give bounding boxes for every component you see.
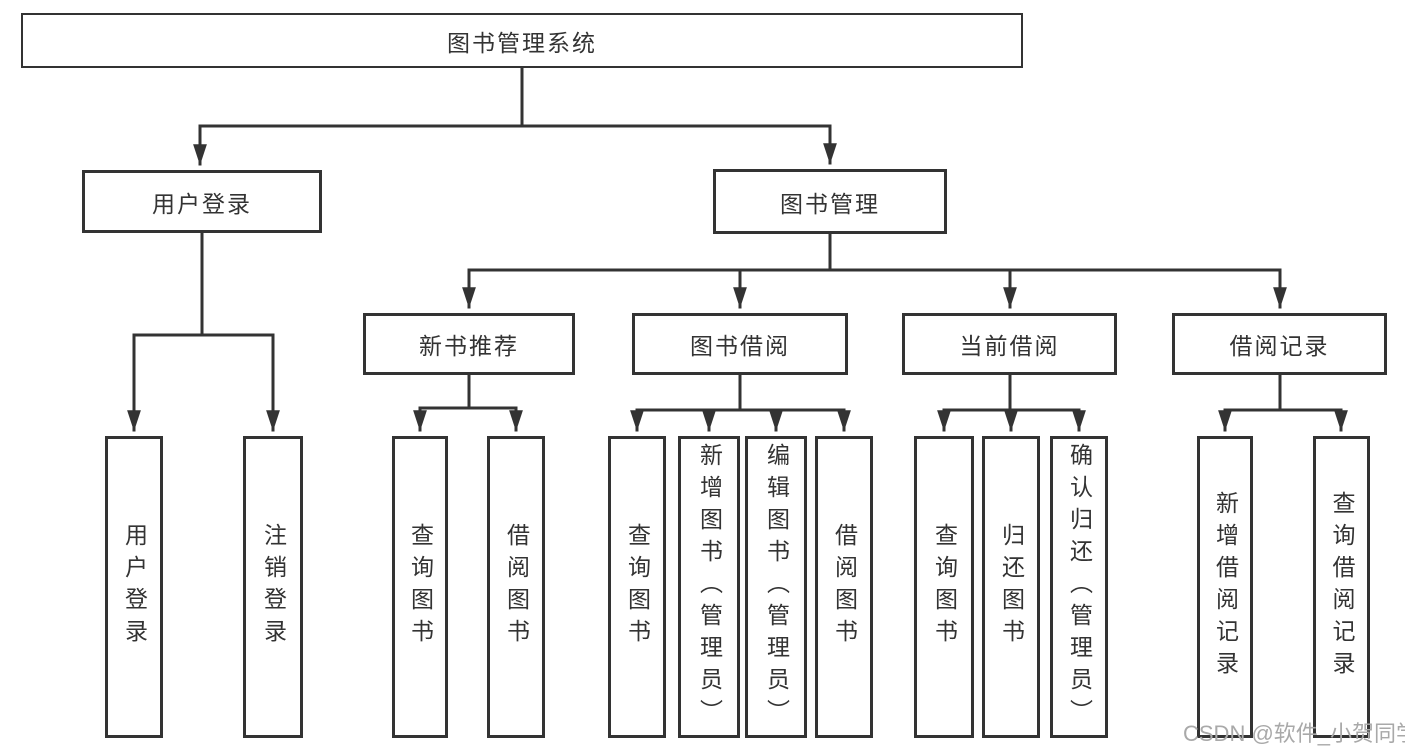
leaf-edit-books-admin: 编辑图书（管理员） [745, 436, 807, 738]
node-new-book-recommend-label: 新书推荐 [419, 333, 519, 359]
node-book-management: 图书管理 [713, 169, 947, 234]
leaf-borrow-books-borrowing: 借阅图书 [815, 436, 873, 738]
leaf-logout-label: 注销登录 [260, 523, 287, 651]
leaf-logout: 注销登录 [243, 436, 303, 738]
leaf-add-books-admin-label: 新增图书（管理员） [696, 443, 723, 731]
connector-user-login [127, 231, 280, 432]
leaf-add-borrow-record-label: 新增借阅记录 [1212, 491, 1239, 683]
leaf-user-login: 用户登录 [105, 436, 163, 738]
leaf-query-books-recommend: 查询图书 [392, 436, 448, 738]
leaf-query-books-recommend-label: 查询图书 [407, 523, 434, 651]
leaf-return-books-label: 归还图书 [998, 523, 1025, 651]
leaf-query-books-borrowing: 查询图书 [608, 436, 666, 738]
node-borrowing-records: 借阅记录 [1172, 313, 1387, 375]
leaf-query-borrow-record: 查询借阅记录 [1313, 436, 1370, 738]
leaf-borrow-books-borrowing-label: 借阅图书 [831, 523, 858, 651]
leaf-confirm-return-admin: 确认归还（管理员） [1050, 436, 1108, 738]
node-library-system-label: 图书管理系统 [447, 29, 597, 56]
leaf-query-borrow-record-label: 查询借阅记录 [1329, 491, 1355, 683]
leaf-return-books: 归还图书 [982, 436, 1040, 738]
connector-new-book-recommend [413, 373, 523, 432]
connector-borrowing-records [1218, 373, 1348, 432]
leaf-borrow-books-recommend: 借阅图书 [487, 436, 545, 738]
node-library-system: 图书管理系统 [21, 13, 1023, 68]
node-user-login-label: 用户登录 [152, 190, 252, 217]
node-new-book-recommend: 新书推荐 [363, 313, 575, 375]
connector-book-management [462, 232, 1287, 309]
connector-book-borrowing [630, 373, 851, 432]
connector-current-borrowing [937, 373, 1086, 432]
leaf-confirm-return-admin-label: 确认归还（管理员） [1066, 443, 1093, 731]
leaf-query-books-current-label: 查询图书 [931, 523, 958, 651]
connector-root [193, 66, 837, 166]
node-borrowing-records-label: 借阅记录 [1229, 333, 1330, 359]
leaf-add-books-admin: 新增图书（管理员） [678, 436, 740, 738]
leaf-user-login-label: 用户登录 [121, 523, 148, 651]
node-user-login: 用户登录 [82, 170, 322, 233]
watermark: CSDN @软件_小贺同学 [1183, 721, 1405, 746]
node-current-borrowing-label: 当前借阅 [959, 333, 1060, 359]
node-book-borrowing: 图书借阅 [632, 313, 848, 375]
leaf-query-books-current: 查询图书 [914, 436, 974, 738]
leaf-query-books-borrowing-label: 查询图书 [624, 523, 651, 651]
node-book-management-label: 图书管理 [780, 190, 880, 217]
node-current-borrowing: 当前借阅 [902, 313, 1117, 375]
node-book-borrowing-label: 图书借阅 [690, 333, 790, 359]
leaf-borrow-books-recommend-label: 借阅图书 [503, 523, 530, 651]
leaf-edit-books-admin-label: 编辑图书（管理员） [763, 443, 790, 731]
leaf-add-borrow-record: 新增借阅记录 [1197, 436, 1253, 738]
